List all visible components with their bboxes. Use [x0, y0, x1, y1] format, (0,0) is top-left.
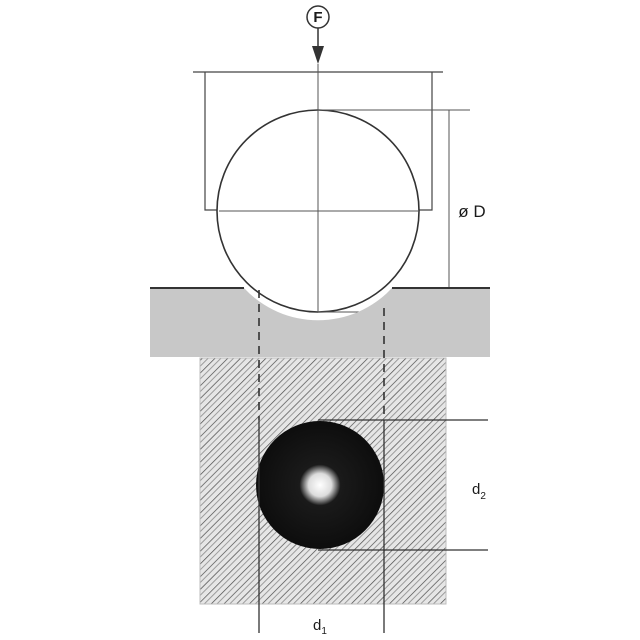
d2-label: d2	[472, 481, 486, 502]
test-plate-section	[150, 288, 490, 357]
diameter-label: ø D	[458, 202, 485, 221]
indentation-impression	[256, 421, 384, 549]
sample-surface-border	[199, 357, 447, 605]
d1-label: d1	[313, 617, 327, 637]
force-arrow-head	[312, 46, 324, 64]
force-label: F	[313, 9, 322, 26]
